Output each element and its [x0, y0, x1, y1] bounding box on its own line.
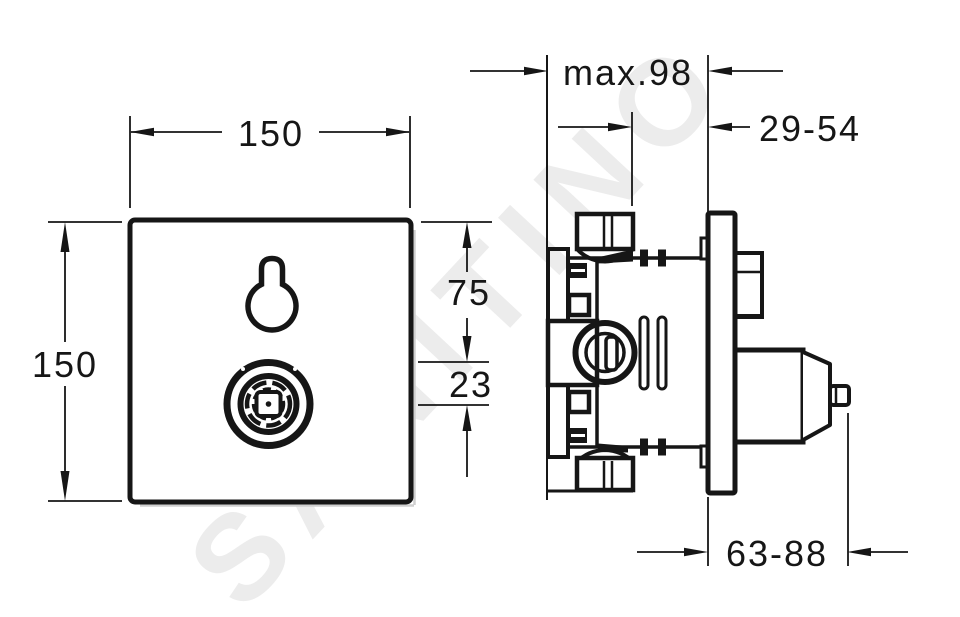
dimension-label: 75 — [447, 272, 491, 313]
pipe-outer-ring — [572, 320, 638, 385]
stop-valve-box — [733, 251, 764, 319]
arrowhead-right — [684, 547, 708, 557]
pipe-bore-slot — [604, 335, 619, 372]
hex-collar — [598, 443, 628, 453]
knob-outer-ring — [223, 359, 314, 449]
arrowhead-left — [130, 127, 154, 137]
hex-nut-top — [574, 211, 636, 264]
front-view — [127, 217, 416, 507]
dim-upper-range: 29-54 — [558, 108, 861, 206]
gasket-marker — [658, 438, 666, 456]
knob-dashed-ring-outer — [244, 380, 293, 428]
upper-square-port — [566, 292, 592, 318]
dim-knob-offset: 23 — [418, 364, 493, 477]
cartridge-stem — [828, 384, 851, 407]
arrowhead-down — [60, 471, 70, 501]
pipe-connection — [572, 320, 638, 385]
side-view — [545, 55, 851, 500]
dim-keyhole-offset: 75 — [418, 221, 492, 363]
pipe-inner-ring — [584, 331, 626, 374]
dim-front-height: 150 — [32, 221, 122, 502]
arrowhead-right — [524, 66, 548, 76]
arrowhead-left — [708, 66, 732, 76]
wall-plate — [705, 210, 738, 496]
cartridge-taper — [802, 350, 832, 442]
hex-collar — [597, 249, 633, 264]
cartridge-body — [732, 347, 806, 445]
knob-inner-ring — [237, 373, 300, 435]
arrowhead-right — [386, 127, 410, 137]
keyhole-cutout — [245, 255, 299, 333]
knob-dashed-ring-inner — [251, 387, 286, 421]
dimension-label: 23 — [449, 364, 493, 405]
dimension-label: 150 — [238, 113, 304, 154]
gasket-marker — [658, 249, 666, 267]
slot-left — [638, 315, 650, 391]
dim-lower-range: 63-88 — [637, 413, 908, 574]
dimension-label: max.98 — [563, 52, 693, 93]
slot-right — [656, 315, 668, 391]
dim-front-width: 150 — [129, 113, 411, 208]
arrowhead-left — [708, 122, 732, 132]
lower-bracket — [546, 383, 570, 459]
knob-ring-notch-left — [241, 367, 245, 371]
arrowhead-up — [462, 222, 472, 248]
control-knob — [223, 359, 314, 449]
dimension-label: 29-54 — [759, 108, 861, 149]
valve-body-box — [545, 318, 600, 388]
arrowhead-up — [462, 405, 472, 431]
arrowhead-right — [608, 122, 632, 132]
dimension-label: 63-88 — [726, 533, 828, 574]
dimension-label: 150 — [32, 344, 98, 385]
hex-nut-bottom — [574, 443, 636, 493]
gasket-marker — [640, 438, 648, 456]
dim-max-depth: max.98 — [470, 52, 783, 212]
lower-square-port — [566, 389, 592, 415]
arrowhead-down — [462, 336, 472, 362]
knob-center-dot — [265, 401, 272, 407]
knob-ring-notch-right — [293, 367, 297, 371]
gasket-marker — [640, 249, 648, 267]
arrowhead-left — [847, 547, 871, 557]
arrowhead-up — [60, 222, 70, 252]
